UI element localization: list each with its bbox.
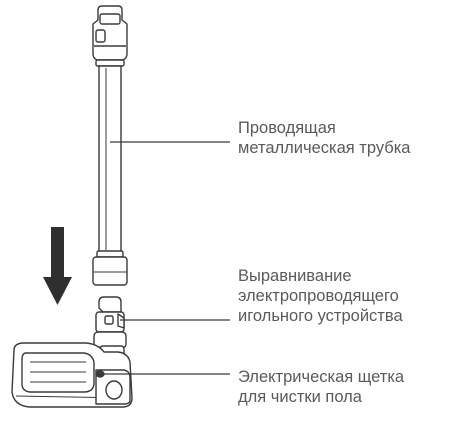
label-metal-tube-line-2: металлическая трубка bbox=[238, 138, 411, 158]
label-metal-tube: Проводящая металлическая трубка bbox=[238, 118, 411, 158]
brush-wheel bbox=[106, 381, 122, 399]
tube-top-collar bbox=[96, 60, 124, 66]
tube-top-latch bbox=[96, 30, 105, 42]
label-floor-brush: Электрическая щетка для чистки пола bbox=[238, 367, 404, 407]
tube-bottom-collar bbox=[97, 251, 123, 257]
metal-tube bbox=[93, 6, 127, 285]
floor-brush bbox=[12, 343, 132, 407]
label-floor-brush-line-1: Электрическая щетка bbox=[238, 367, 404, 387]
label-needle-alignment-line-2: электропроводящего bbox=[238, 286, 403, 306]
arrow-down-icon bbox=[43, 227, 72, 305]
needle-device-cap bbox=[99, 297, 121, 312]
tube-bottom-connector bbox=[93, 257, 127, 285]
label-needle-alignment: Выравнивание электропроводящего игольног… bbox=[238, 266, 403, 326]
label-needle-alignment-line-3: игольного устройства bbox=[238, 306, 403, 326]
brush-release-button bbox=[96, 371, 104, 377]
label-needle-alignment-line-1: Выравнивание bbox=[238, 266, 403, 286]
needle-device-pin bbox=[105, 316, 113, 324]
label-metal-tube-line-1: Проводящая bbox=[238, 118, 411, 138]
tube-top-button bbox=[100, 14, 120, 24]
tube-shaft bbox=[99, 66, 121, 252]
label-floor-brush-line-2: для чистки пола bbox=[238, 387, 404, 407]
